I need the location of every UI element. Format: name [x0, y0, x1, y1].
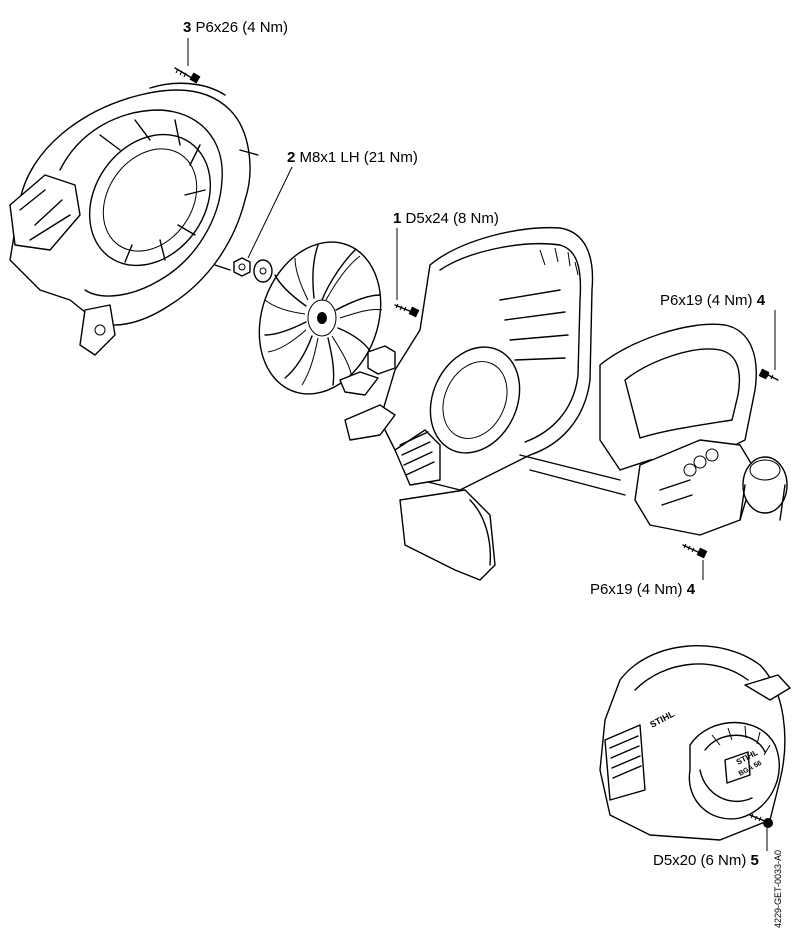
- screw-5-icon: [749, 813, 773, 828]
- callout-2: 2 M8x1 LH (21 Nm): [287, 149, 418, 167]
- callout-4-upper-number: 4: [756, 292, 766, 309]
- drawing-code: 4229-GET-0033-A0: [773, 849, 783, 928]
- callout-4-lower: P6x19 (4 Nm) 4: [590, 581, 695, 599]
- callout-5-spec: D5x20 (6 Nm): [653, 852, 747, 869]
- ignition-part: [339, 345, 396, 396]
- fan-impeller: [258, 241, 383, 395]
- screw-1-icon: [394, 303, 420, 318]
- screw-3-icon: [174, 67, 201, 84]
- callout-4-lower-spec: P6x19 (4 Nm): [590, 581, 683, 598]
- callout-1: 1 D5x24 (8 Nm): [393, 210, 499, 228]
- callout-1-spec: D5x24 (8 Nm): [405, 210, 499, 227]
- callout-2-spec: M8x1 LH (21 Nm): [299, 149, 418, 166]
- callout-3-number: 3: [183, 19, 192, 36]
- motor-cover: [599, 645, 791, 841]
- leader-2: [247, 166, 293, 259]
- callout-3-spec: P6x26 (4 Nm): [195, 19, 289, 36]
- callout-3: 3 P6x26 (4 Nm): [183, 19, 288, 37]
- handle-housing: [599, 323, 788, 536]
- screw-4-lower-icon: [682, 543, 708, 559]
- callout-4-upper-spec: P6x19 (4 Nm): [660, 292, 753, 309]
- callout-1-number: 1: [393, 210, 402, 227]
- screw-4-upper-icon: [758, 368, 779, 381]
- callout-5: D5x20 (6 Nm) 5: [653, 852, 759, 870]
- callout-4-upper: P6x19 (4 Nm) 4: [660, 292, 765, 310]
- fan-housing: [9, 82, 259, 356]
- nut-washer-2-icon: [233, 257, 273, 283]
- callout-4-lower-number: 4: [686, 581, 696, 598]
- motor-housing: [344, 226, 626, 581]
- callout-2-number: 2: [287, 149, 296, 166]
- callout-5-number: 5: [750, 852, 759, 869]
